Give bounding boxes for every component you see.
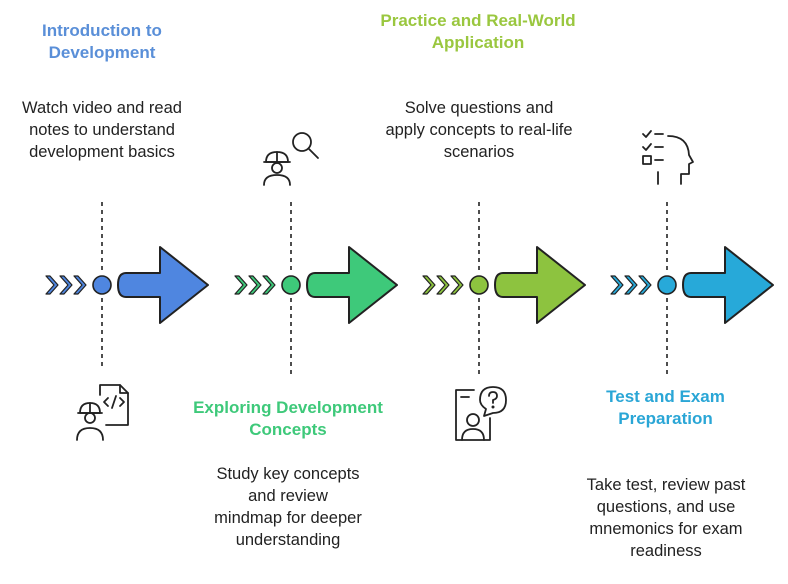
- stage-2-arrow: [306, 246, 398, 324]
- stage-3-chevrons: [422, 275, 464, 295]
- stage-1-node: [92, 275, 112, 295]
- stage-1-arrow: [117, 246, 209, 324]
- question-person-icon: [455, 386, 507, 441]
- stage-1-title: Introduction to Development: [42, 21, 162, 62]
- stage-3-title: Practice and Real-World Application: [380, 11, 576, 52]
- stage-4-description: Take test, review past questions, and us…: [586, 476, 746, 560]
- engineer-code-icon: [76, 384, 129, 441]
- stage-4-chevrons: [610, 275, 652, 295]
- engineer-search-icon: [263, 132, 319, 186]
- stage-1-chevrons: [45, 275, 87, 295]
- stage-4-arrow: [682, 246, 774, 324]
- stage-4-title: Test and Exam Preparation: [606, 387, 725, 428]
- stage-2-node: [281, 275, 301, 295]
- checklist-head-icon: [642, 130, 694, 185]
- stage-2-title: Exploring Development Concepts: [193, 398, 383, 439]
- stage-4-node: [657, 275, 677, 295]
- stage-2-description: Study key concepts and review mindmap fo…: [214, 465, 362, 549]
- stage-1-description: Watch video and read notes to understand…: [22, 99, 182, 161]
- stage-2-chevrons: [234, 275, 276, 295]
- stage-3-node: [469, 275, 489, 295]
- stage-3-description: Solve questions and apply concepts to re…: [385, 99, 573, 161]
- stage-3-arrow: [494, 246, 586, 324]
